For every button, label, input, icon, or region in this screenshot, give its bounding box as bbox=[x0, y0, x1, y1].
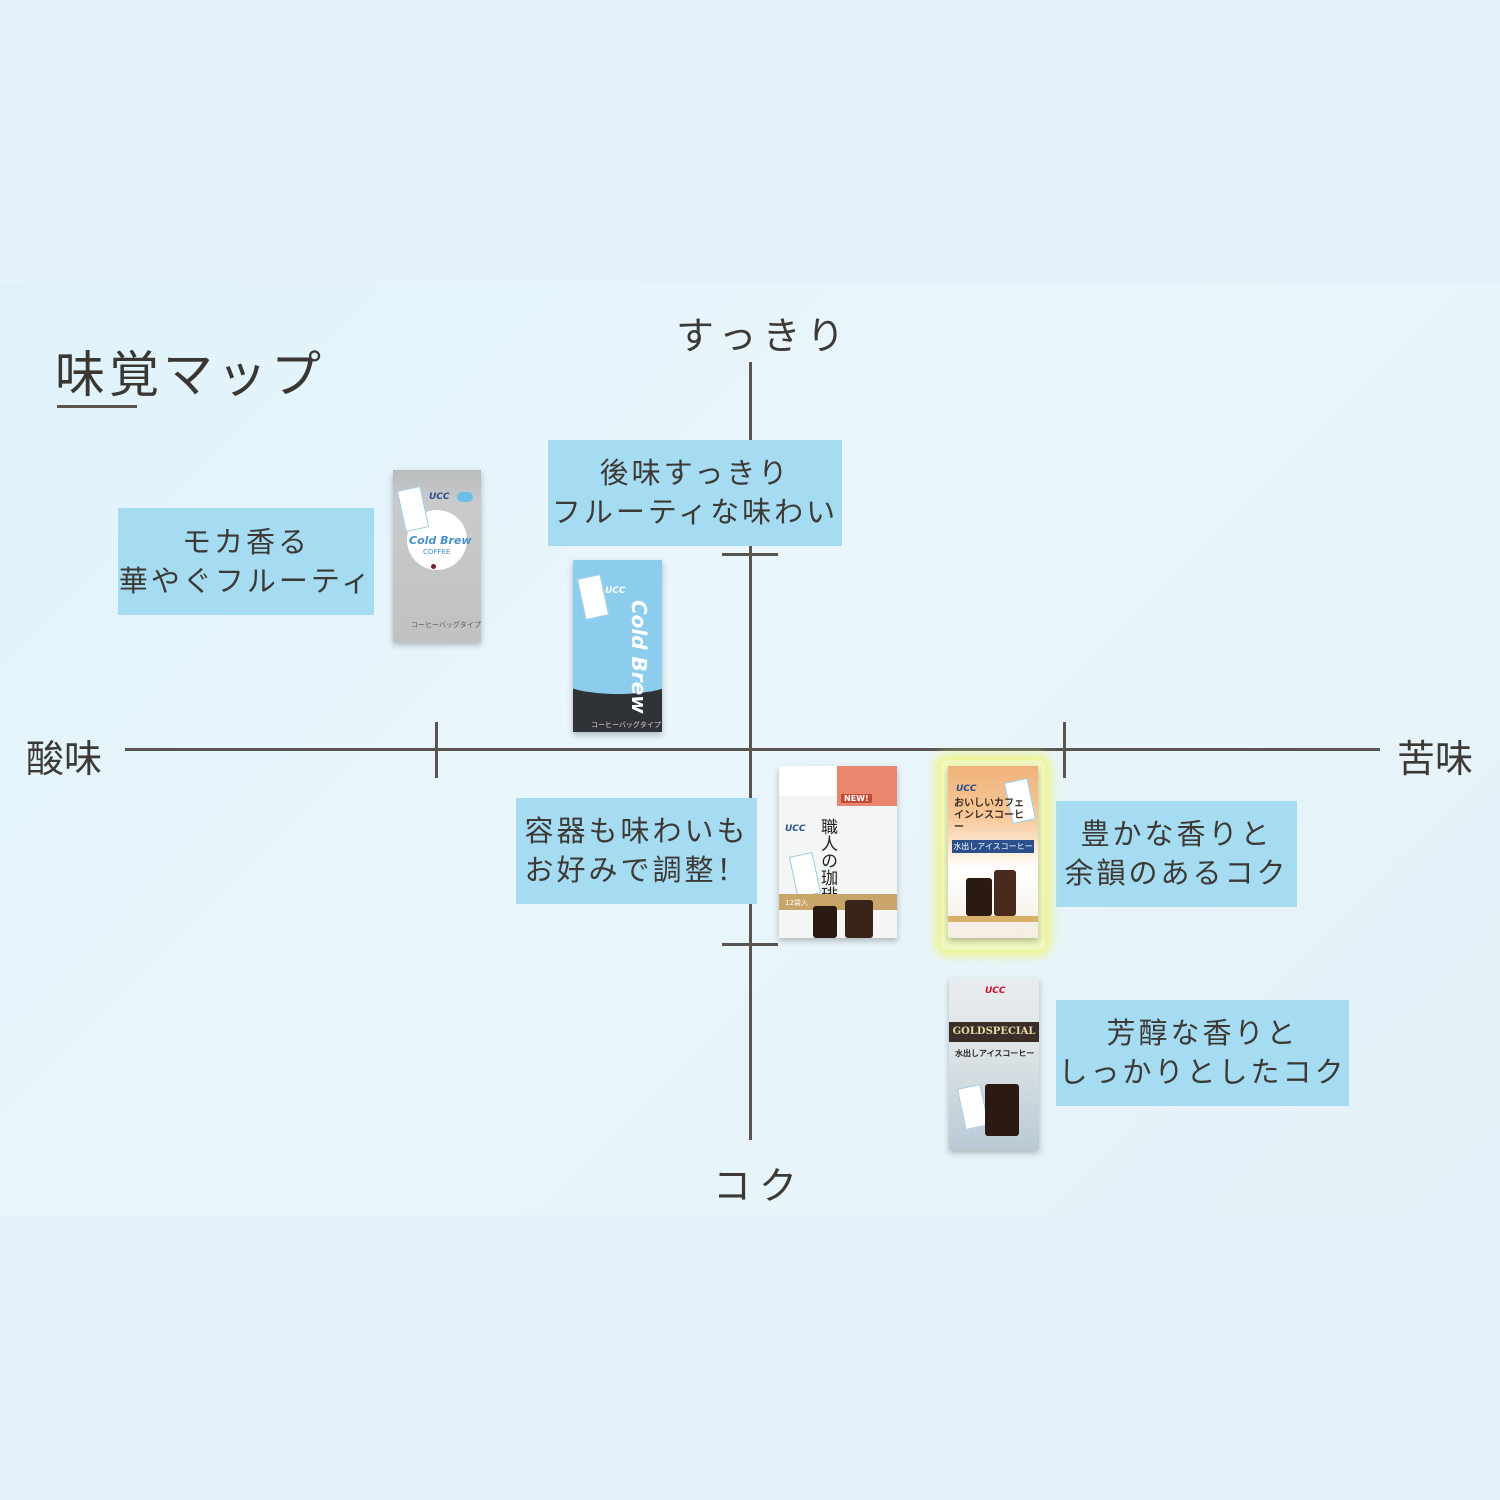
axis-label-bottom: コク bbox=[713, 1164, 806, 1208]
brand-logo: UCC bbox=[985, 986, 1006, 996]
axis-tick-left bbox=[435, 722, 438, 778]
product-shokunin[interactable]: NEW! UCC 職人の珈琲 12袋入 bbox=[779, 766, 897, 938]
tag-icon bbox=[576, 573, 610, 621]
product-goldspecial[interactable]: UCC GOLDSPECIAL 水出しアイスコーヒー bbox=[949, 978, 1039, 1150]
badge-icon bbox=[457, 492, 473, 502]
axis-tick-top bbox=[722, 553, 778, 556]
product-decaf[interactable]: UCC おいしいカフェインレスコーヒー 水出しアイスコーヒー bbox=[948, 766, 1038, 938]
glass-icon bbox=[994, 870, 1016, 916]
callout-line: 豊かな香りと bbox=[1080, 817, 1273, 851]
callout-line: しっかりとしたコク bbox=[1058, 1055, 1347, 1089]
callout-line: お好みで調整！ bbox=[524, 853, 749, 887]
callout-adjustable: 容器も味わいも お好みで調整！ bbox=[516, 798, 757, 904]
callout-line: 余韻のあるコク bbox=[1064, 856, 1289, 890]
callout-line: 芳醇な香りと bbox=[1106, 1016, 1299, 1050]
dot-icon bbox=[431, 564, 436, 569]
product-foot: コーヒーバッグタイプ bbox=[411, 621, 481, 629]
brand-logo: UCC bbox=[956, 784, 977, 794]
axis-label-top: すっきり bbox=[676, 314, 851, 358]
product-mocha-coldbrew[interactable]: UCC Cold Brew COFFEE コーヒーバッグタイプ bbox=[393, 470, 481, 642]
product-label: 水出しアイスコーヒー bbox=[952, 840, 1034, 853]
callout-line: 華やぐフルーティ bbox=[118, 563, 374, 598]
callout-line: 後味すっきり bbox=[599, 456, 791, 490]
product-name: GOLDSPECIAL bbox=[949, 1022, 1039, 1042]
callout-mocha: モカ香る 華やぐフルーティ bbox=[118, 508, 374, 615]
callout-mellow: 芳醇な香りと しっかりとしたコク bbox=[1056, 1000, 1349, 1106]
product-label: 水出しアイスコーヒー bbox=[955, 1049, 1035, 1058]
callout-line: フルーティな味わい bbox=[551, 495, 839, 529]
callout-fruity: 後味すっきり フルーティな味わい bbox=[548, 440, 842, 546]
glass-icon bbox=[966, 878, 992, 916]
package-wave bbox=[573, 668, 662, 694]
product-sub: COFFEE bbox=[423, 548, 451, 556]
glass-icon bbox=[985, 1084, 1019, 1136]
tag-icon bbox=[396, 485, 430, 533]
axis-tick-bottom bbox=[722, 943, 778, 946]
axis-tick-right bbox=[1063, 722, 1066, 778]
title-underline bbox=[57, 405, 137, 408]
glass-icon bbox=[845, 900, 873, 938]
package-top bbox=[779, 766, 837, 796]
product-name: おいしいカフェインレスコーヒー bbox=[954, 798, 1024, 833]
horizontal-axis bbox=[125, 748, 1380, 751]
new-badge: NEW! bbox=[841, 794, 872, 803]
callout-rich-aroma: 豊かな香りと 余韻のあるコク bbox=[1056, 801, 1297, 907]
brand-logo: UCC bbox=[785, 824, 806, 834]
product-logo: Cold Brew bbox=[409, 534, 472, 547]
vertical-axis bbox=[749, 362, 752, 1140]
axis-label-right: 苦味 bbox=[1397, 737, 1474, 781]
product-foot: コーヒーバッグタイプ bbox=[591, 721, 661, 729]
glass-icon bbox=[813, 906, 837, 938]
axis-label-left: 酸味 bbox=[26, 737, 103, 781]
brand-logo: UCC bbox=[429, 492, 450, 502]
callout-line: モカ香る bbox=[181, 524, 310, 559]
product-coldbrew[interactable]: UCC Cold Brew コーヒーバッグタイプ bbox=[573, 560, 662, 732]
product-name: 職人の珈琲 bbox=[817, 818, 837, 903]
page-title: 味覚マップ bbox=[55, 346, 325, 404]
callout-line: 容器も味わいも bbox=[524, 814, 749, 848]
brand-logo: UCC bbox=[605, 586, 626, 596]
product-count: 12袋入 bbox=[785, 899, 808, 907]
product-logo: Cold Brew bbox=[627, 600, 651, 714]
package-stripe bbox=[948, 916, 1038, 922]
